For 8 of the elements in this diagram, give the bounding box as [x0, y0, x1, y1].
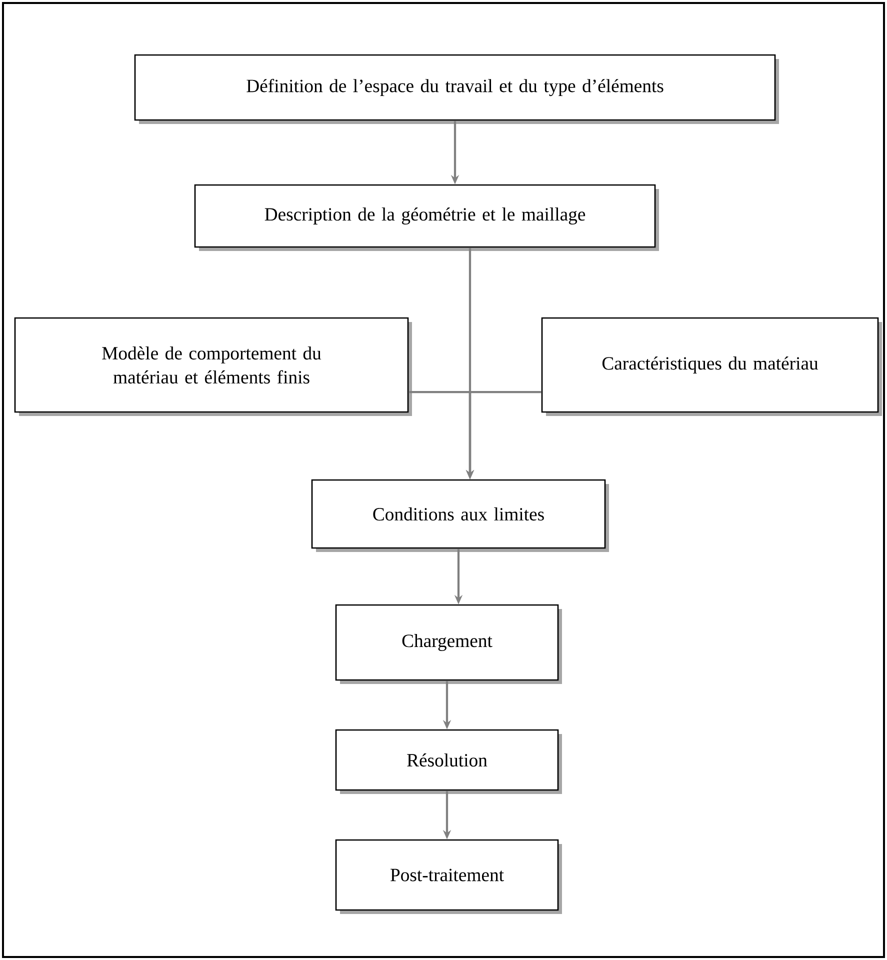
process-box: Description de la géométrie et le maillage — [194, 184, 659, 251]
process-box: Définition de l’espace du travail et du type d’éléments — [134, 54, 779, 124]
process-box: Chargement — [335, 604, 562, 684]
process-box: Caractéristiques du matériau — [541, 317, 882, 416]
process-box: Conditions aux limites — [311, 479, 609, 552]
process-box: Modèle de comportement du matériau et éléments finis — [14, 317, 412, 416]
process-box: Post-traitement — [335, 839, 562, 914]
process-box: Résolution — [335, 729, 562, 794]
